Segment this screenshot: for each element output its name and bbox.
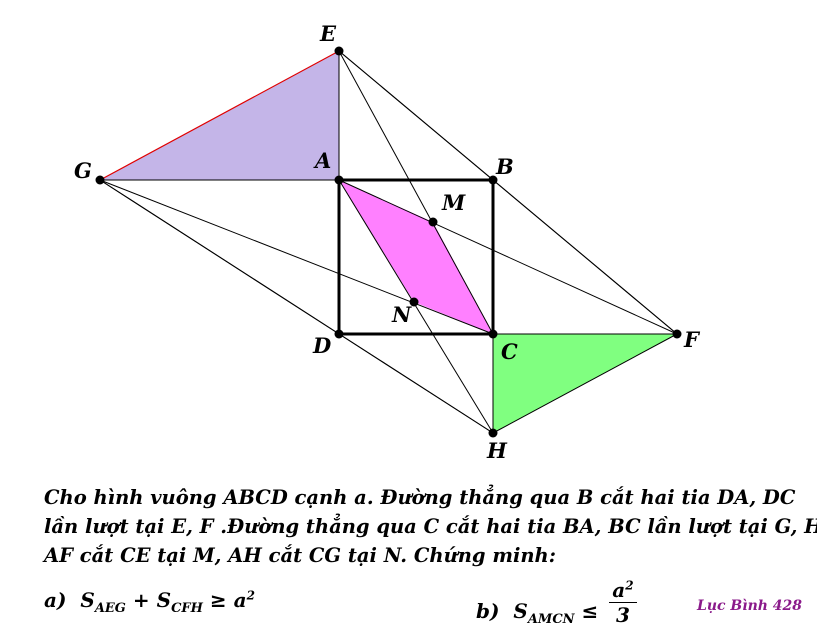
- label-n: N: [391, 302, 412, 327]
- label-g: G: [74, 158, 92, 183]
- geometry-figure: E A B G M N D C F H: [74, 21, 701, 463]
- fraction-denominator: 3: [615, 603, 630, 627]
- problem-line-3: AF cắt CE tại M, AH cắt CG tại N. Chứng …: [44, 544, 556, 567]
- problem-statement: Cho hình vuông ABCD cạnh a. Đường thẳng …: [44, 483, 817, 570]
- point-b: [488, 175, 498, 185]
- square-abcd: [337, 178, 495, 336]
- claim-a-label: a): [44, 588, 67, 612]
- point-g: [95, 175, 105, 185]
- area-cfh: SCFH: [156, 588, 203, 616]
- label-f: F: [683, 327, 701, 352]
- point-h: [488, 428, 498, 438]
- problem-line-2: lần lượt tại E, F .Đường thẳng qua C cắt…: [44, 515, 817, 538]
- segment-gh: [99, 179, 494, 434]
- label-a: A: [313, 148, 331, 173]
- label-d: D: [312, 333, 332, 358]
- point-c: [488, 329, 498, 339]
- author-signature: Lục Bình 428: [697, 598, 803, 614]
- segment-ah: [338, 179, 494, 434]
- geq-sign: ≥: [209, 588, 227, 612]
- point-a: [334, 175, 344, 185]
- leq-sign: ≤: [581, 599, 599, 623]
- quad-amcn: [339, 180, 493, 334]
- fraction: a2 3: [609, 578, 637, 627]
- claims: a) SAEG + SCFH ≥ a2 b) SAMCN ≤ a2 3: [44, 570, 804, 630]
- segment-ef: [338, 50, 678, 335]
- label-b: B: [495, 154, 514, 179]
- point-f: [672, 329, 682, 339]
- segment-gc: [99, 179, 494, 335]
- fraction-numerator: a2: [609, 578, 637, 603]
- claim-b-label: b): [476, 599, 500, 623]
- problem-line-1: Cho hình vuông ABCD cạnh a. Đường thẳng …: [44, 486, 796, 509]
- segment-af: [338, 179, 678, 335]
- point-n: [409, 297, 419, 307]
- a-squared: a2: [233, 588, 255, 612]
- label-m: M: [441, 190, 466, 215]
- claim-b: b) SAMCN ≤ a2 3: [476, 578, 637, 637]
- claim-a: a) SAEG + SCFH ≥ a2: [44, 588, 255, 616]
- label-e: E: [319, 21, 337, 46]
- area-aeg: SAEG: [80, 588, 126, 616]
- label-c: C: [501, 339, 518, 364]
- segment-hf: [492, 333, 678, 434]
- plus-sign: +: [132, 588, 150, 612]
- label-h: H: [486, 438, 508, 463]
- segment-ec: [338, 50, 494, 335]
- point-d: [334, 329, 344, 339]
- area-amcn: SAMCN: [513, 599, 575, 627]
- point-m: [428, 217, 438, 227]
- point-e: [334, 46, 344, 56]
- segment-eg: [99, 50, 340, 181]
